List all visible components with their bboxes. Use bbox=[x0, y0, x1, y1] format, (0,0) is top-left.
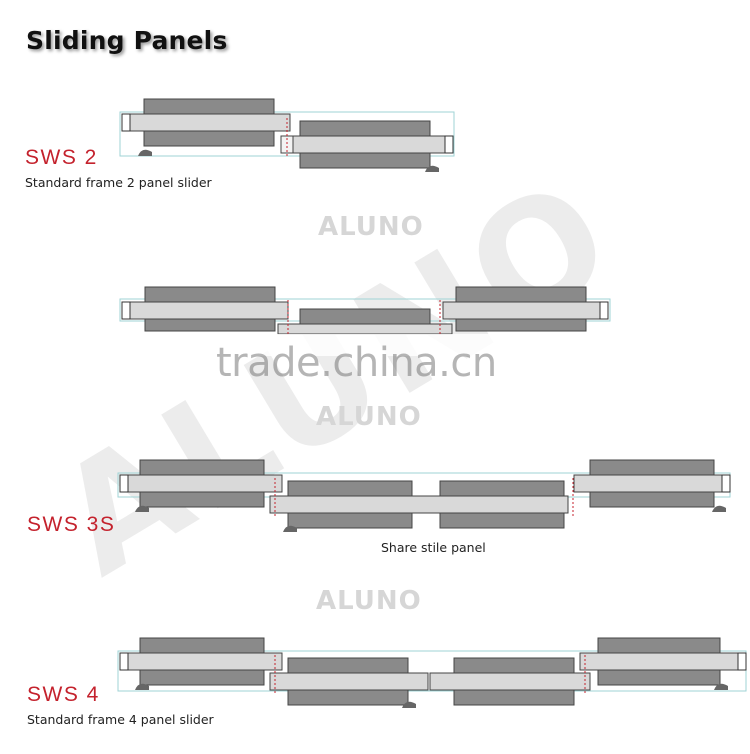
section-description: Standard frame 2 panel slider bbox=[25, 175, 212, 190]
section-description: Standard frame 4 panel slider bbox=[27, 712, 214, 727]
section-code: SWS 4 bbox=[27, 683, 100, 706]
brand-watermark: ALUNO bbox=[316, 402, 422, 432]
section-code: SWS 3S bbox=[27, 513, 116, 536]
section-description: Share stile panel bbox=[381, 540, 486, 555]
page-title: Sliding Panels bbox=[26, 26, 228, 55]
diagram-sws-4 bbox=[117, 637, 747, 708]
diagram-sws-3s bbox=[117, 459, 731, 532]
section-code: SWS 2 bbox=[25, 146, 98, 169]
watermark-band bbox=[0, 334, 750, 356]
diagram-sws-2 bbox=[119, 98, 455, 172]
diagram-sws-3 bbox=[119, 286, 611, 335]
site-watermark: trade.china.cn bbox=[216, 340, 497, 386]
brand-watermark: ALUNO bbox=[318, 212, 424, 242]
brand-watermark: ALUNO bbox=[316, 586, 422, 616]
